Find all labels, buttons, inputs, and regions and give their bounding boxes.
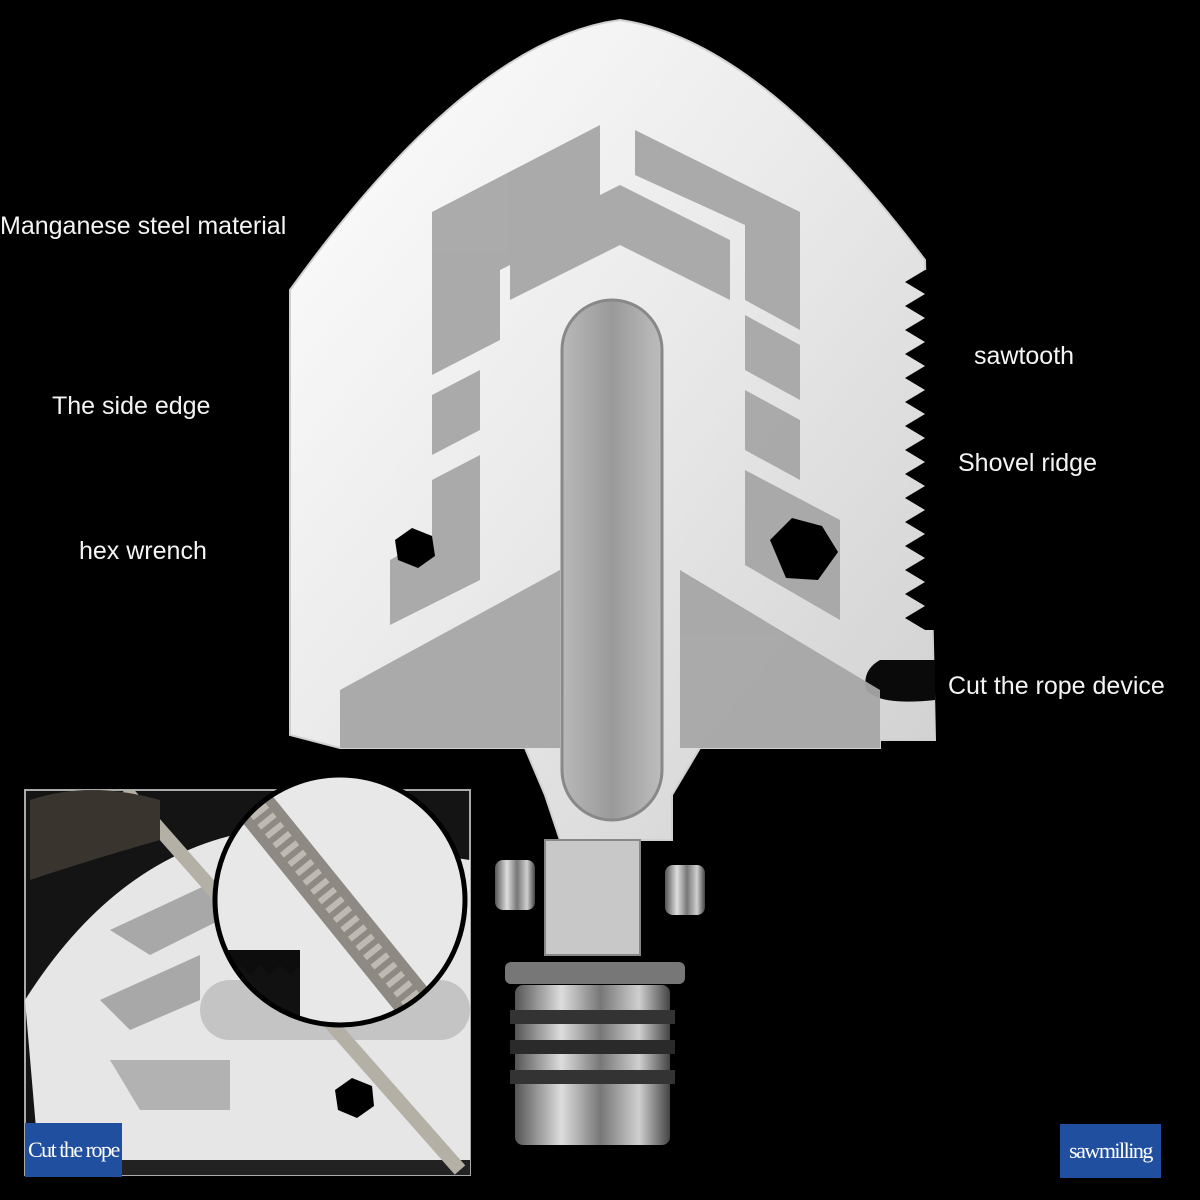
inset-cut-the-rope — [24, 772, 471, 1176]
callout-sawtooth: sawtooth — [974, 342, 1075, 370]
callout-manganese-steel: Manganese steel material — [0, 212, 287, 240]
shovel-ridge — [560, 298, 664, 822]
inset-tag-cut-the-rope: Cut the rope — [25, 1123, 122, 1177]
callout-hex-wrench: hex wrench — [79, 537, 207, 565]
callout-shovel-ridge: Shovel ridge — [958, 449, 1097, 477]
callout-side-edge: The side edge — [52, 392, 211, 420]
sawtooth-edge — [905, 270, 940, 630]
magnifier-circle — [212, 772, 468, 1028]
callout-rope-cutter: Cut the rope device — [948, 672, 1165, 700]
hex-wrench-hole-right — [770, 518, 838, 580]
hex-wrench-hole-left — [395, 528, 435, 568]
shovel-blade — [289, 18, 940, 841]
inset-tag-sawmilling: sawmilling — [1060, 1124, 1161, 1178]
shovel-handle — [495, 839, 705, 1145]
rope-cutter-notch — [865, 660, 935, 702]
